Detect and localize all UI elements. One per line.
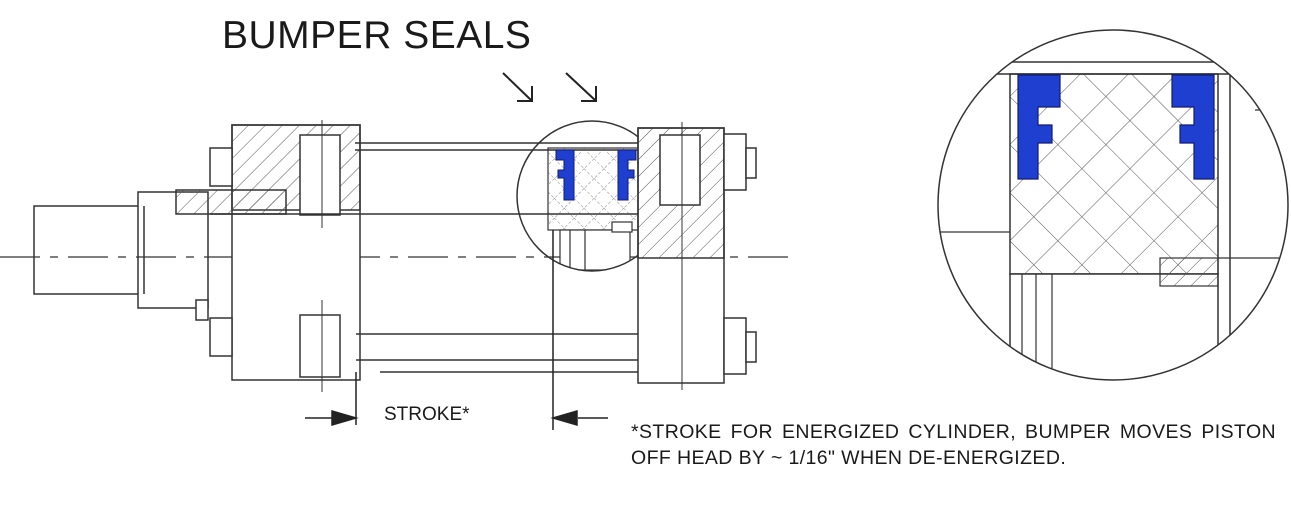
bumper-seal-zoomed <box>1017 74 1215 180</box>
bumper-seal-small <box>555 149 637 201</box>
cap-end-head <box>637 122 757 390</box>
diagram-title: BUMPER SEALS <box>222 14 532 57</box>
stroke-label: STROKE* <box>384 404 470 425</box>
zoom-circle <box>937 29 1289 381</box>
piston-rod <box>33 191 209 309</box>
rod-end-head <box>175 120 361 392</box>
stroke-dimension <box>305 230 608 430</box>
stroke-footnote: *STROKE FOR ENERGIZED CYLINDER, BUMPER M… <box>631 421 1276 469</box>
zoomed-detail <box>938 30 1288 380</box>
piston-small <box>547 147 641 271</box>
seal-pointer-arrows <box>502 72 597 102</box>
